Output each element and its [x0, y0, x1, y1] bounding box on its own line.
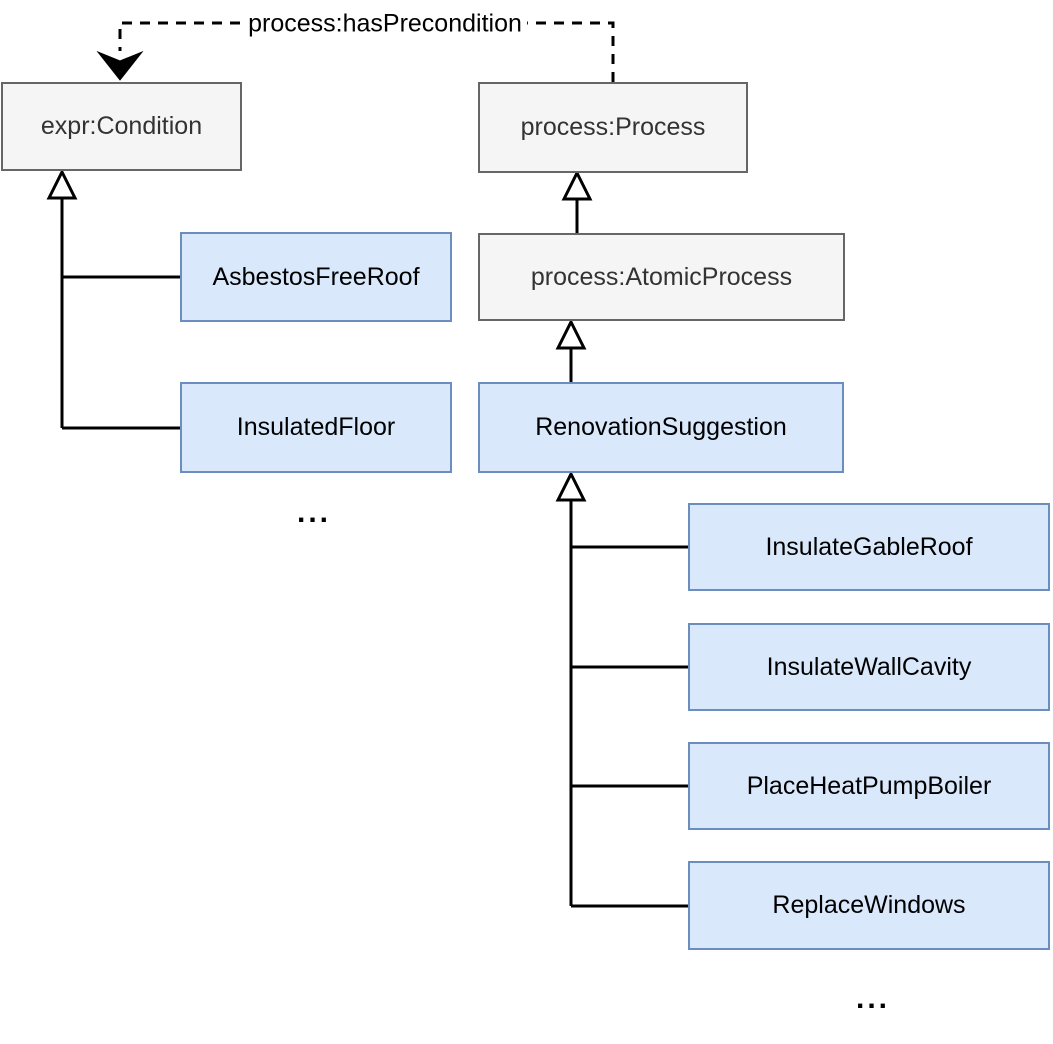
node-process-process: process:Process [478, 82, 748, 173]
node-insulate-gable-roof: InsulateGableRoof [688, 503, 1050, 591]
node-label: InsulateWallCavity [766, 652, 972, 681]
node-label: expr:Condition [40, 112, 203, 140]
node-expr-condition: expr:Condition [1, 82, 242, 171]
node-insulate-wall-cavity: InsulateWallCavity [688, 623, 1050, 711]
node-label: process:AtomicProcess [530, 262, 793, 291]
hollow-triangle-icon [561, 169, 593, 201]
node-renovation-suggestion: RenovationSuggestion [478, 382, 844, 473]
node-place-heat-pump-boiler: PlaceHeatPumpBoiler [688, 742, 1050, 830]
node-label: PlaceHeatPumpBoiler [746, 771, 992, 800]
edge-label-has-precondition: process:hasPrecondition [243, 9, 527, 39]
node-insulated-floor: InsulatedFloor [180, 382, 452, 473]
node-label: ReplaceWindows [772, 891, 966, 919]
node-label: process:Process [520, 113, 706, 141]
node-replace-windows: ReplaceWindows [688, 861, 1050, 950]
ellipsis-left: ... [296, 496, 332, 529]
filled-arrowhead-icon [96, 50, 144, 81]
node-label: InsulatedFloor [236, 413, 396, 441]
ellipsis-right: ... [855, 982, 891, 1015]
hollow-triangle-icon [555, 470, 587, 502]
hollow-triangle-icon [555, 318, 587, 350]
hollow-triangle-icon [46, 168, 78, 200]
node-label: RenovationSuggestion [535, 413, 787, 441]
node-label: InsulateGableRoof [765, 532, 973, 561]
has-precondition-edge [118, 21, 615, 82]
node-process-atomic-process: process:AtomicProcess [478, 233, 845, 321]
node-asbestos-free-roof: AsbestosFreeRoof [180, 232, 452, 322]
node-label: AsbestosFreeRoof [212, 262, 420, 291]
